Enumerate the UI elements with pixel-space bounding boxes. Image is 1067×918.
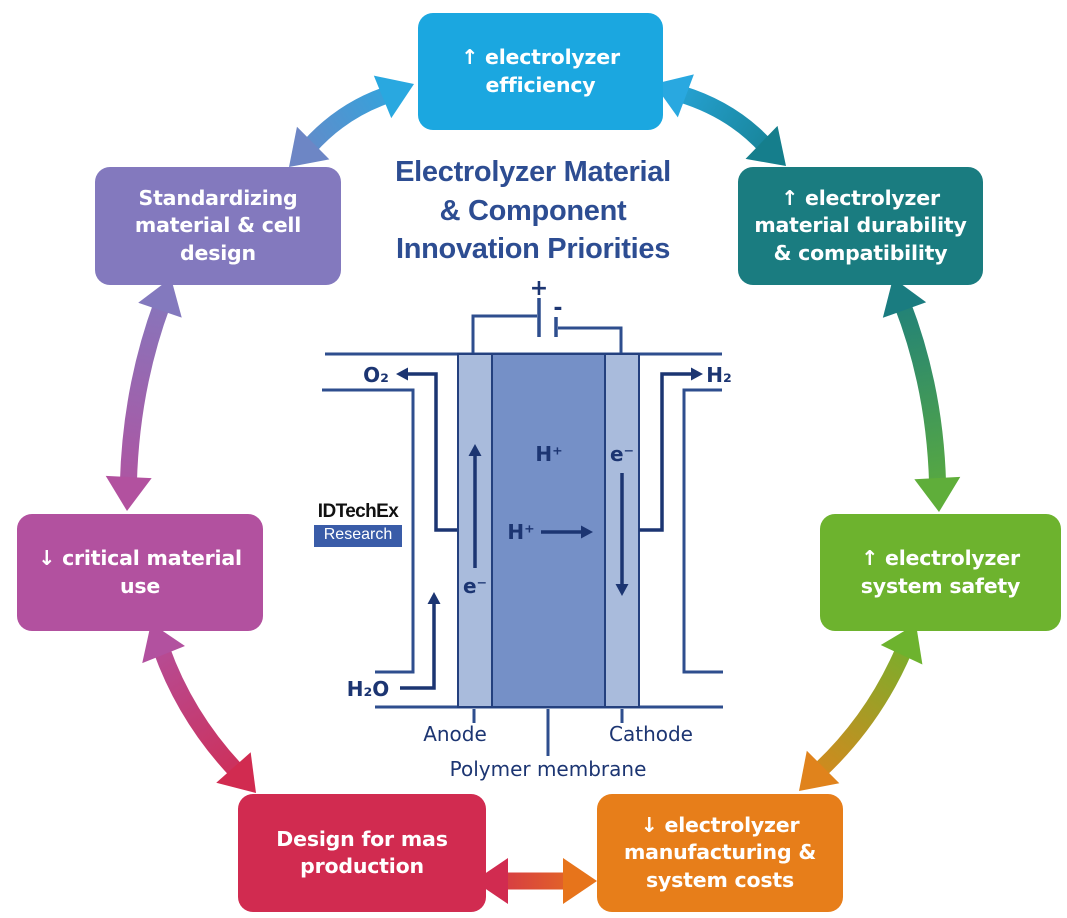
battery-wire-left: [471, 314, 537, 353]
membrane-label: Polymer membrane: [450, 757, 647, 781]
arrowhead-icon: [474, 858, 508, 904]
anode-label: Anode: [423, 722, 487, 746]
battery-symbol: + -: [471, 276, 623, 353]
arrowhead-icon: [799, 750, 840, 791]
proton-flow: H⁺ H⁺: [507, 442, 593, 544]
node-critical-material-use: ↓ critical material use: [17, 514, 263, 631]
arrowhead-icon: [882, 278, 927, 318]
oxygen-outlet: O₂: [322, 363, 457, 674]
cycle-arrows: [105, 74, 961, 904]
node-manufacturing-system-costs: ↓ electrolyzer manufacturing & system co…: [597, 794, 843, 912]
oxygen-label: O₂: [363, 363, 389, 387]
arrowhead-icon: [138, 278, 182, 318]
arrowhead-icon: [105, 475, 152, 511]
proton-label-mid: H⁺: [507, 520, 534, 544]
hydrogen-pipe: [682, 388, 723, 674]
arrowhead-icon: [563, 858, 597, 904]
proton-label-top: H⁺: [535, 442, 562, 466]
arrow-safety-costs: [799, 624, 923, 791]
arrowhead-icon: [654, 74, 694, 118]
water-arrowhead-icon: [427, 592, 441, 604]
arrow-shaft: [119, 300, 171, 484]
arrow-massproduction-criticalmaterial: [142, 623, 256, 793]
arrow-durability-safety: [882, 278, 961, 512]
cell-labels: Anode Cathode Polymer membrane: [423, 709, 693, 781]
hydrogen-flow-line: [639, 372, 694, 532]
cathode-label: Cathode: [609, 722, 693, 746]
battery-plus-label: +: [530, 276, 548, 301]
cathode-electron-arrowhead-icon: [615, 584, 629, 596]
oxygen-flow-line: [406, 372, 457, 532]
idtechex-logo-research-badge: Research: [314, 524, 402, 547]
idtechex-logo: IDTechEx Research: [314, 501, 402, 547]
arrowhead-icon: [745, 125, 786, 166]
anode-electron-label: e⁻: [463, 574, 487, 598]
arrow-efficiency-durability: [654, 74, 786, 166]
page-title: Electrolyzer Material & Component Innova…: [395, 156, 671, 266]
anode-electron-arrowhead-icon: [468, 444, 482, 456]
arrow-shaft: [302, 86, 392, 154]
arrowhead-icon: [216, 752, 256, 793]
hydrogen-outlet: H₂: [639, 363, 732, 674]
arrow-standardizing-efficiency: [289, 75, 414, 167]
water-label: H₂O: [347, 677, 390, 701]
oxygen-pipe: [322, 388, 415, 674]
node-material-durability-compatibility: ↑ electrolyzer material durability & com…: [738, 167, 983, 285]
electrolyzer-cell-diagram: + - O₂ H₂ H₂O: [322, 276, 732, 781]
arrowhead-icon: [880, 624, 923, 665]
arrow-shaft: [812, 645, 913, 778]
hydrogen-arrowhead-icon: [691, 367, 703, 381]
electron-flow-cathode: e⁻: [610, 442, 634, 596]
arrowhead-icon: [142, 623, 185, 664]
idtechex-logo-name: IDTechEx: [317, 501, 399, 522]
water-inlet: H₂O: [347, 592, 441, 701]
arrow-criticalmaterial-standardizing: [105, 278, 182, 511]
arrow-shaft: [894, 300, 947, 485]
arrow-shaft: [153, 645, 244, 779]
oxygen-arrowhead-icon: [396, 367, 408, 381]
arrowhead-icon: [373, 75, 414, 119]
electron-flow-anode: e⁻: [463, 444, 487, 598]
node-system-safety: ↑ electrolyzer system safety: [820, 514, 1061, 631]
proton-arrowhead-icon: [581, 525, 593, 539]
node-standardizing-material-cell-design: Standardizing material & cell design: [95, 167, 341, 285]
node-design-for-mass-production: Design for mas production: [238, 794, 486, 912]
cathode-electron-label: e⁻: [610, 442, 634, 466]
hydrogen-label: H₂: [706, 363, 732, 387]
battery-wire-right: [558, 326, 623, 353]
water-flow-line: [400, 601, 436, 690]
node-electrolyzer-efficiency: ↑ electrolyzer efficiency: [418, 13, 663, 130]
arrow-costs-massproduction: [474, 858, 597, 904]
arrow-shaft: [678, 85, 773, 154]
battery-minus-label: -: [553, 296, 562, 321]
arrowhead-icon: [289, 126, 330, 167]
arrowhead-icon: [914, 476, 961, 512]
